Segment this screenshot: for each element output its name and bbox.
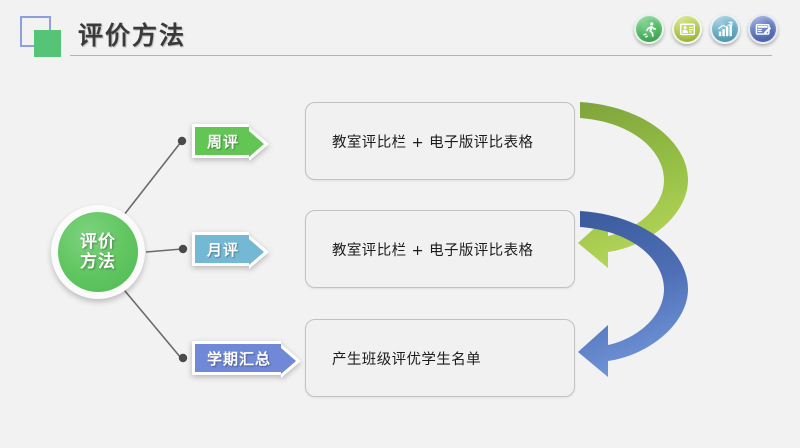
bar-chart-trend-icon[interactable] (710, 14, 740, 44)
connector-dot-term (178, 353, 188, 363)
presentation-person-icon[interactable] (672, 14, 702, 44)
content-box-term: 产生班级评优学生名单 (305, 319, 575, 397)
branch-label-term[interactable]: 学期汇总 (192, 341, 302, 378)
branch-label-term-body: 学期汇总 (192, 341, 302, 378)
connector-dot-week (177, 136, 187, 146)
header-divider (70, 55, 772, 56)
branch-label-week[interactable]: 周评 (192, 124, 270, 161)
form-edit-icon[interactable] (748, 14, 778, 44)
center-node[interactable]: 评价 方法 (51, 205, 145, 299)
page-title: 评价方法 (78, 21, 187, 50)
connector-line-month (145, 248, 183, 253)
chevron-tip-month (249, 239, 265, 265)
branch-label-term-text: 学期汇总 (207, 349, 272, 368)
content-box-week: 教室评比栏 + 电子版评比表格 (305, 102, 575, 180)
running-person-icon[interactable] (634, 14, 664, 44)
center-node-label-line2: 方法 (80, 252, 116, 272)
logo-mark (18, 14, 66, 57)
center-node-label-line1: 评价 (80, 231, 116, 252)
branch-label-week-text: 周评 (207, 132, 240, 151)
branch-label-week-body: 周评 (192, 124, 270, 161)
chevron-tip-term (281, 348, 297, 374)
content-box-month: 教室评比栏 + 电子版评比表格 (305, 210, 575, 288)
branch-label-month-text: 月评 (207, 240, 240, 259)
blue-loop-arrow (578, 211, 688, 377)
green-loop-arrow (578, 102, 688, 268)
center-node-label: 评价 方法 (51, 205, 145, 299)
header-icon-group (634, 14, 778, 44)
branch-label-month[interactable]: 月评 (192, 232, 270, 269)
chevron-tip-week (249, 131, 265, 157)
center-node-disc (58, 212, 138, 292)
branch-label-month-body: 月评 (192, 232, 270, 269)
logo-filled-square (34, 30, 61, 57)
connector-dot-month (178, 244, 188, 254)
